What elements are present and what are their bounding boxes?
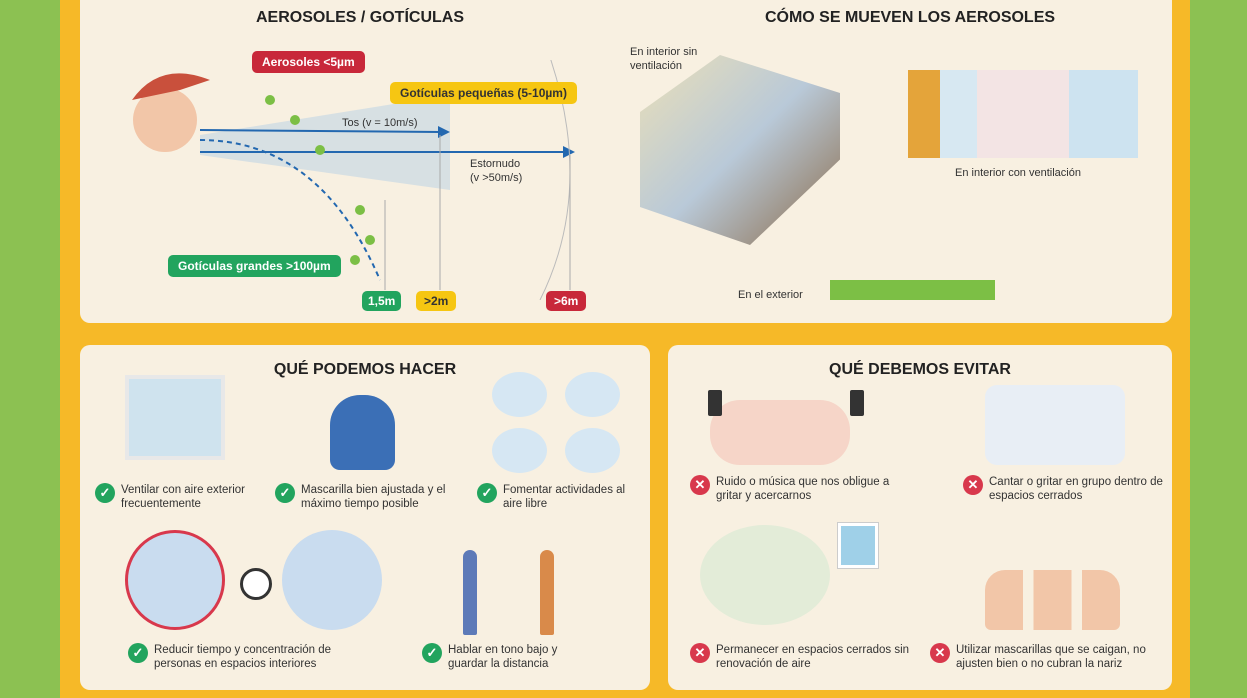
item-text: Ruido o música que nos obligue a gritar … — [716, 476, 890, 502]
item-text: Utilizar mascarillas que se caigan, no a… — [956, 644, 1146, 670]
walk-illustration — [565, 428, 620, 473]
check-icon: ✓ — [275, 483, 295, 503]
list-item: ✕ Utilizar mascarillas que se caigan, no … — [930, 643, 1170, 671]
item-text: Permanecer en espacios cerrados sin reno… — [716, 644, 910, 670]
closed-room-illustration — [700, 525, 830, 625]
item-text: Fomentar actividades al aire libre — [503, 484, 626, 510]
ventilated-room-illustration — [908, 70, 1138, 158]
run-illustration — [565, 372, 620, 417]
que-debemos-evitar-title: QUÉ DEBEMOS EVITAR — [829, 361, 1011, 378]
item-text: Hablar en tono bajo y guardar la distanc… — [448, 644, 558, 670]
goticulas-pequenas-tag: Gotículas pequeñas (5-10µm) — [390, 82, 577, 104]
list-item: ✓ Reducir tiempo y concentración de perso… — [128, 643, 368, 671]
stopwatch-icon — [240, 568, 272, 600]
mask-person-illustration — [330, 395, 395, 470]
cross-icon: ✕ — [930, 643, 950, 663]
tos-label: Tos (v = 10m/s) — [342, 117, 418, 129]
como-se-mueven-title: CÓMO SE MUEVEN LOS AEROSOLES — [764, 9, 1056, 26]
item-text: Ventilar con aire exterior frecuentement… — [121, 484, 246, 510]
cross-icon: ✕ — [690, 643, 710, 663]
estornudo-label: Estornudo (v >50m/s) — [470, 157, 522, 185]
talking-people-illustration — [460, 550, 560, 635]
bike-illustration — [492, 372, 547, 417]
list-item: ✓ Hablar en tono bajo y guardar la distan… — [422, 643, 592, 671]
aerosoles-title: AEROSOLES / GOTÍCULAS — [255, 9, 464, 26]
estornudo-speed: (v >50m/s) — [470, 172, 523, 184]
list-item: ✕ Ruido o música que nos obligue a gritar… — [690, 475, 890, 503]
item-text: Mascarilla bien ajustada y el máximo tie… — [301, 484, 446, 510]
spread-people-illustration — [282, 530, 382, 630]
item-text: Reducir tiempo y concentración de person… — [154, 644, 332, 670]
list-item: ✓ Ventilar con aire exterior frecuentemen… — [95, 483, 275, 511]
interior-sin-label: En interior sin ventilación — [630, 46, 698, 72]
list-item: ✓ Mascarilla bien ajustada y el máximo ti… — [275, 483, 455, 511]
interior-con-label: En interior con ventilación — [955, 167, 1081, 179]
window-illustration — [125, 375, 225, 460]
speaker-icon — [708, 390, 722, 416]
goticulas-grandes-tag: Gotículas grandes >100µm — [168, 255, 341, 277]
item-text: Cantar o gritar en grupo dentro de espac… — [989, 476, 1163, 502]
speaker-icon — [850, 390, 864, 416]
check-icon: ✓ — [95, 483, 115, 503]
distance-2m: >2m — [416, 291, 457, 311]
check-icon: ✓ — [477, 483, 497, 503]
que-podemos-hacer-title: QUÉ PODEMOS HACER — [273, 361, 457, 378]
spread-diagram — [132, 60, 575, 300]
loose-masks-illustration — [985, 570, 1120, 630]
cross-icon: ✕ — [690, 475, 710, 495]
list-item: ✕ Cantar o gritar en grupo dentro de espa… — [963, 475, 1163, 503]
singing-group-illustration — [985, 385, 1125, 465]
estornudo-text: Estornudo — [470, 158, 521, 170]
exterior-label: En el exterior — [738, 289, 803, 301]
window-icon — [838, 523, 878, 568]
distance-6m: >6m — [546, 291, 587, 311]
list-item: ✓ Fomentar actividades al aire libre — [477, 483, 642, 511]
check-icon: ✓ — [422, 643, 442, 663]
outdoor-illustration — [830, 200, 995, 300]
park-illustration — [492, 428, 547, 473]
loud-group-illustration — [710, 400, 850, 465]
face-icon — [133, 88, 197, 152]
crowd-crossed-illustration — [125, 530, 225, 630]
aerosoles-tag: Aerosoles <5µm — [252, 51, 365, 73]
check-icon: ✓ — [128, 643, 148, 663]
distance-1-5m: 1,5m — [362, 291, 402, 311]
list-item: ✕ Permanecer en espacios cerrados sin ren… — [690, 643, 920, 671]
cross-icon: ✕ — [963, 475, 983, 495]
